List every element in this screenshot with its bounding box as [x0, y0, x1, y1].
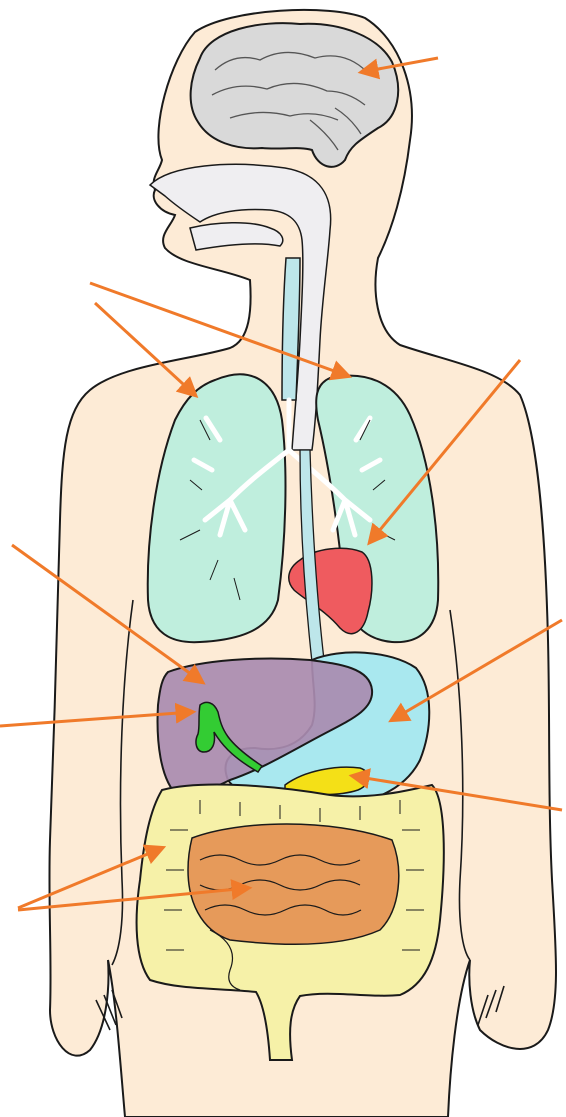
small-intestine [188, 824, 399, 944]
trachea [282, 258, 300, 400]
